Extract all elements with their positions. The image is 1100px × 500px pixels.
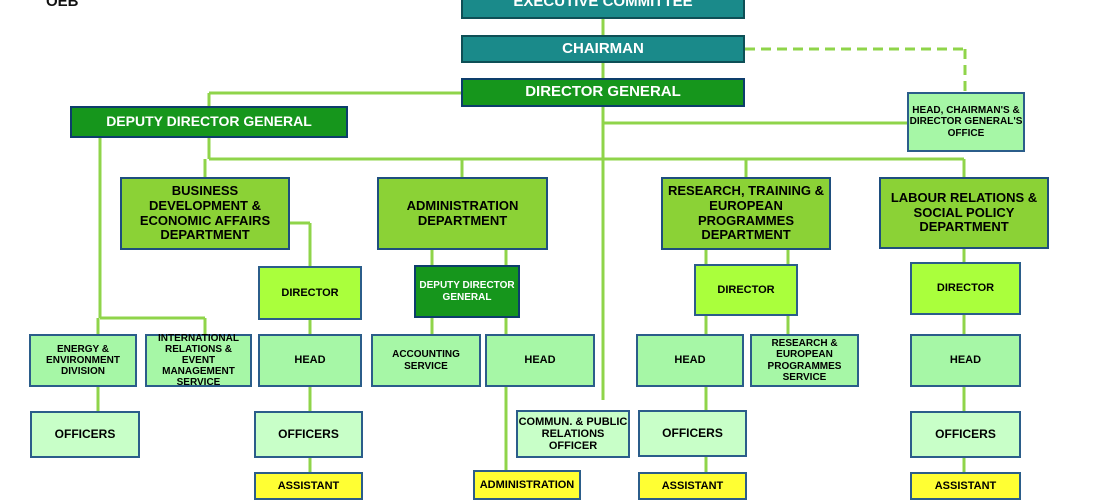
business-officers-box: OFFICERS [254,411,363,458]
research-assistant-box: ASSISTANT [638,472,747,500]
admin-assistant-box: ADMINISTRATION [473,470,581,500]
research-head-box: HEAD [636,334,744,387]
commun-officer-box: COMMUN. & PUBLIC RELATIONS OFFICER [516,410,630,458]
logo-text: OEB [46,0,79,10]
labour-head-box: HEAD [910,334,1021,387]
research-director-box: DIRECTOR [694,264,798,316]
accounting-service-box: ACCOUNTING SERVICE [371,334,481,387]
labour-assistant-box: ASSISTANT [910,472,1021,500]
admin-deputy-dg-box: DEPUTY DIRECTOR GENERAL [414,265,520,318]
research-dept-box: RESEARCH, TRAINING & EUROPEAN PROGRAMMES… [661,177,831,250]
director-general-box: DIRECTOR GENERAL [461,78,745,107]
business-director-box: DIRECTOR [258,266,362,320]
executive-committee-box: EXECUTIVE COMMITTEE [461,0,745,19]
research-service-box: RESEARCH & EUROPEAN PROGRAMMES SERVICE [750,334,859,387]
admin-head-box: HEAD [485,334,595,387]
research-officers-box: OFFICERS [638,410,747,457]
business-dept-box: BUSINESS DEVELOPMENT & ECONOMIC AFFAIRS … [120,177,290,250]
labour-dept-box: LABOUR RELATIONS & SOCIAL POLICY DEPARTM… [879,177,1049,249]
business-assistant-box: ASSISTANT [254,472,363,500]
head-office-box: HEAD, CHAIRMAN'S & DIRECTOR GENERAL'S OF… [907,92,1025,152]
business-head-box: HEAD [258,334,362,387]
admin-dept-box: ADMINISTRATION DEPARTMENT [377,177,548,250]
labour-director-box: DIRECTOR [910,262,1021,315]
labour-officers-box: OFFICERS [910,411,1021,458]
energy-division-box: ENERGY & ENVIRONMENT DIVISION [29,334,137,387]
energy-officers-box: OFFICERS [30,411,140,458]
deputy-director-general-box: DEPUTY DIRECTOR GENERAL [70,106,348,138]
intl-relations-box: INTERNATIONAL RELATIONS & EVENT MANAGEME… [145,333,252,388]
chairman-box: CHAIRMAN [461,35,745,63]
